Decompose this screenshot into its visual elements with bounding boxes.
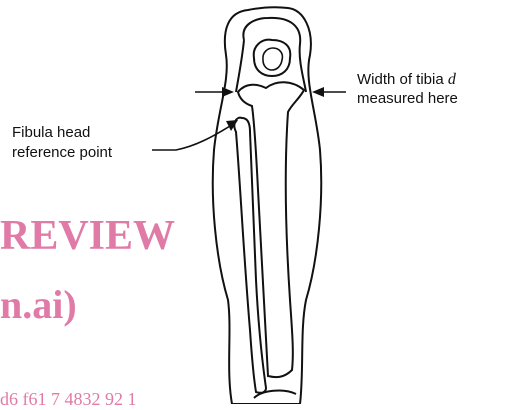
tibia-width-label-line2: measured here [357,89,458,108]
fibula-leader-line [152,126,230,150]
tibia-width-symbol: d [448,71,456,88]
patella-inner [263,48,283,70]
fibula-label-line2: reference point [12,143,112,162]
tibia [238,82,304,377]
left-width-arrowhead [222,87,234,97]
watermark-hash: d6 f61 7 4832 92 1 [0,389,137,410]
fibula-leader-arrowhead [226,120,238,131]
knee-inner-outline [236,18,306,92]
watermark-domain: n.ai) [0,281,77,328]
watermark-review: REVIEW [0,212,175,260]
tibia-width-label-prefix: Width of tibia [357,71,448,88]
fibula-label-line1: Fibula head [12,123,90,142]
right-width-arrowhead [312,87,324,97]
ankle-outline [254,391,296,398]
tibia-width-label: Width of tibia d [357,70,456,89]
